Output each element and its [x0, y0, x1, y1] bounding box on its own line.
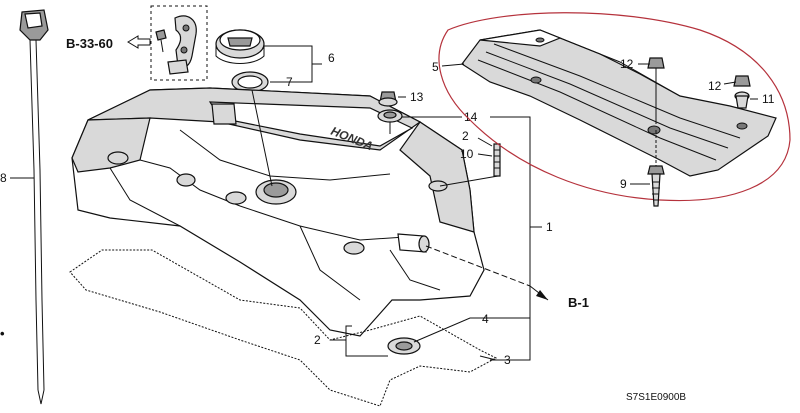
svg-text:•: • [0, 326, 5, 341]
grommet-11 [734, 91, 750, 109]
oil-filler-cap [215, 29, 265, 64]
cover-gasket [69, 249, 498, 407]
arrow-b3360 [127, 35, 151, 49]
callout-2-bottom: 2 [314, 333, 321, 347]
seal-washer-14 [377, 109, 403, 123]
leader-3 [479, 355, 530, 361]
part-code: S7S1E0900B [626, 392, 686, 403]
callout-2-top: 2 [462, 129, 469, 143]
callout-14: 14 [464, 110, 478, 124]
callout-13: 13 [410, 90, 424, 104]
callout-11: 11 [762, 92, 775, 106]
arrow-b1 [536, 290, 548, 300]
filler-gasket [231, 71, 269, 93]
callout-10: 10 [460, 147, 474, 161]
dipstick [19, 9, 49, 405]
nut-12-a [647, 57, 665, 124]
callout-8: 8 [0, 171, 7, 185]
callout-9: 9 [620, 177, 627, 191]
callout-3: 3 [504, 353, 511, 367]
leader-2-bottom [330, 325, 388, 357]
callout-1: 1 [546, 220, 553, 234]
engine-cover [461, 29, 777, 177]
valve-cover [71, 87, 485, 337]
callout-7: 7 [286, 75, 293, 89]
callout-6: 6 [328, 51, 335, 65]
mounting-bolt-9 [647, 165, 665, 207]
nut-12-b [733, 75, 751, 87]
grommet-13 [378, 91, 398, 107]
highlight-outline [438, 12, 791, 202]
callout-12-a: 12 [620, 57, 634, 71]
plug-seal [387, 337, 421, 355]
ref-b1: B-1 [568, 295, 589, 310]
callout-12-b: 12 [708, 79, 722, 93]
callout-4: 4 [482, 312, 489, 326]
callout-5: 5 [432, 60, 439, 74]
leader-4 [413, 317, 530, 343]
inset-bracket [155, 15, 197, 75]
stud-bolt [493, 143, 501, 177]
inset-box [150, 5, 208, 81]
ref-b3360: B-33-60 [66, 36, 113, 51]
